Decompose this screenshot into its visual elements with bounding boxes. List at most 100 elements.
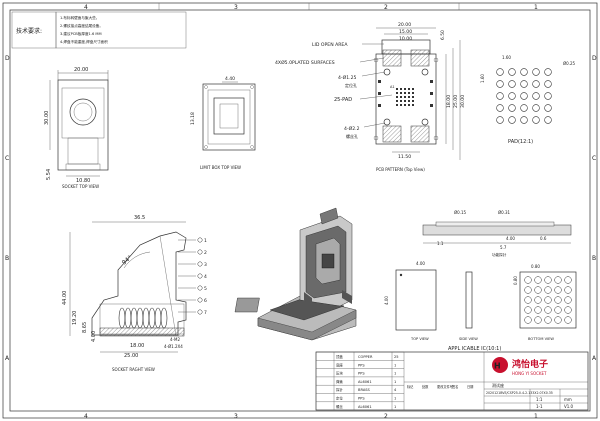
ic-ball	[564, 316, 572, 324]
dim-bottom: 11.50	[398, 154, 411, 160]
balloon	[197, 297, 203, 303]
pcb-pad	[396, 92, 398, 94]
hole2-label: 4-Ø2.2	[344, 125, 360, 132]
pad-dot	[532, 104, 540, 112]
dim-dia: Ø0.25	[563, 61, 576, 66]
spring-coil	[160, 307, 168, 329]
tech-req-label: 技术要求:	[16, 27, 42, 35]
pcb-pad	[412, 88, 414, 90]
pcb-pad-grid	[378, 80, 433, 107]
limit-box-view: 4.40 13.18 LIMIT BOX TOP VIEW	[190, 76, 256, 170]
pad-dot	[544, 68, 552, 76]
ic-ball	[554, 296, 562, 304]
dim-top-2: 15.00	[399, 29, 412, 35]
tech-req-line: 3.建议PCB板厚度1.6 MM	[60, 31, 102, 36]
ic-ball	[524, 296, 532, 304]
pcb-pad	[400, 104, 402, 106]
dim-side-5: 0.6	[540, 236, 547, 241]
unit: mm	[564, 397, 572, 402]
spring-coil	[142, 307, 150, 329]
top-view-label: TOP VIEW	[410, 337, 429, 341]
pad-dot	[544, 116, 552, 124]
pcb-pad	[396, 100, 398, 102]
spring-coil	[154, 307, 162, 329]
ic-ball	[524, 316, 532, 324]
pcb-side-pad	[378, 104, 381, 107]
ic-ball	[534, 276, 542, 284]
tech-req-line: 1.布标转壁面与聚大些。	[60, 15, 99, 20]
hole1-label: 4-Ø1.25	[338, 74, 357, 81]
ic-ball	[554, 306, 562, 314]
frame-row-label: B	[5, 255, 9, 262]
dim-top-3: 10.00	[399, 36, 412, 42]
frame-col-label: 2	[384, 4, 388, 11]
ic-ball	[564, 296, 572, 304]
frame-row-label: B	[592, 255, 596, 262]
pad-count-label: 25-PAD	[334, 97, 352, 103]
balloon-number: 6	[204, 298, 207, 304]
dim-bot-left: 0.80	[513, 276, 518, 285]
balloon	[197, 237, 203, 243]
dim-top-right: 6.50	[440, 30, 446, 40]
balloon-number: 4	[204, 274, 207, 280]
dim-left: 4.00	[384, 296, 389, 305]
pad-dot	[508, 116, 516, 124]
dim-height: 30.00	[44, 111, 50, 125]
dim-angle: 94°	[121, 254, 134, 266]
bom-material: AL6061	[358, 405, 372, 409]
spring-coil	[118, 307, 126, 329]
dim-side-4: 4.00	[506, 236, 515, 241]
inner-frame	[9, 9, 591, 412]
pad-dot	[532, 92, 540, 100]
pcb-pad	[404, 100, 406, 102]
bom-material: PPS	[358, 363, 365, 367]
pcb-pad	[408, 96, 410, 98]
plated-label: 4XØ5.0PLATED SURFACES	[275, 59, 335, 66]
pcb-pattern-view: A1 LID OPEN AREA 4XØ5.0PLATED SURFACES 4…	[275, 22, 466, 172]
balloon-number: 3	[204, 262, 207, 268]
bom-material: COPPER	[358, 355, 373, 359]
bom-qty: 1	[394, 405, 396, 409]
bom-name: 定位	[336, 396, 343, 401]
pad-dot	[544, 80, 552, 88]
hole2-cn: 螺丝孔	[346, 133, 358, 139]
pad-dot	[496, 68, 504, 76]
ic-ball	[564, 286, 572, 294]
pad-dot	[496, 116, 504, 124]
side-note: 功能探针	[492, 252, 507, 257]
dim-h4: 4.00	[91, 331, 97, 342]
frame-row-label: C	[592, 155, 596, 162]
pad-dot	[520, 116, 528, 124]
pad-dot	[520, 80, 528, 88]
balloon	[197, 273, 203, 279]
view-title: LIMIT BOX TOP VIEW	[200, 165, 241, 170]
ic-ball	[524, 286, 532, 294]
frame-row-label: D	[5, 55, 10, 62]
dim-left: 5.54	[46, 169, 52, 180]
applicable-ic: Ø0.15 Ø0.31 1.1 4.00 0.6 5.7 功能探针 4.00 4…	[384, 210, 577, 352]
bom-name: 弹簧	[336, 379, 343, 384]
ic-ball	[534, 296, 542, 304]
spring-coil	[148, 307, 156, 329]
bom-name: 顶盖	[336, 354, 343, 359]
leader-hole: 4-Ø1.2X4	[164, 344, 183, 349]
bom-name: 压块	[336, 371, 343, 376]
bottom-view-label: BOTTOM VIEW	[528, 337, 554, 341]
balloon-number: 7	[204, 310, 207, 316]
pcb-pad	[396, 104, 398, 106]
pad-dot	[544, 92, 552, 100]
dim-side-2: Ø0.31	[498, 210, 511, 215]
dim-right-3: 30.00	[460, 95, 466, 108]
dim-bottom: 10.80	[76, 178, 90, 184]
title-block-label: 处数	[422, 384, 429, 389]
ic-ball	[554, 276, 562, 284]
bom-qty: 1	[394, 380, 396, 384]
frame-col-label: 1	[534, 413, 538, 420]
dim-bottom: 25.00	[124, 353, 138, 359]
bom-qty: 1	[394, 397, 396, 401]
dim-right-1: 18.00	[446, 95, 452, 108]
pcb-pad	[400, 88, 402, 90]
